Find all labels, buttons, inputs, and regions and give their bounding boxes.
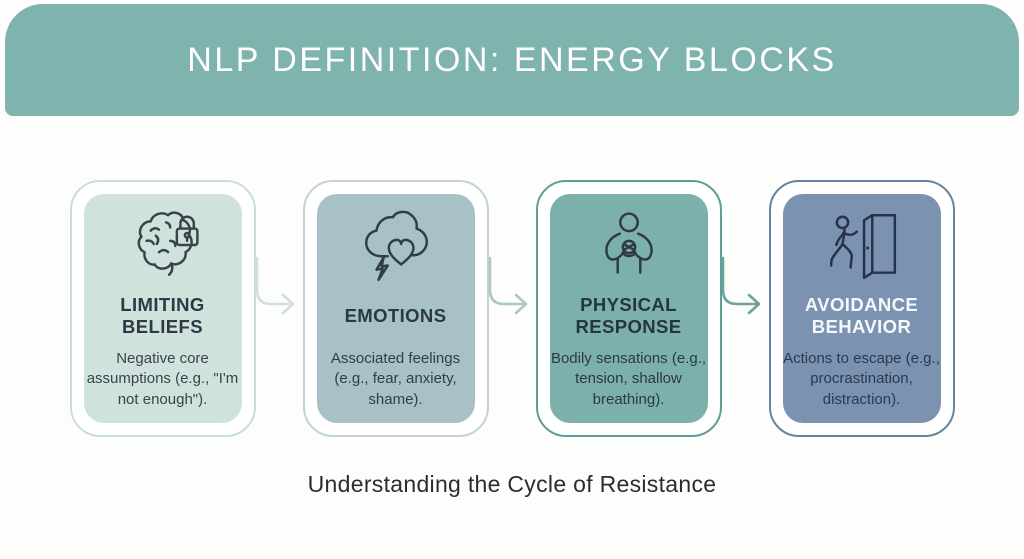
flow-arrow-right-icon [488,256,527,315]
card-description: Bodily sensations (e.g., tension, shallo… [550,350,707,408]
card-physical-response: PHYSICAL RESPONSE Bodily sensations (e.g… [535,180,722,437]
card-limiting-beliefs: LIMITING BELIEFS Negative core assumptio… [69,180,256,437]
card-description: Actions to escape (e.g., procrastination… [783,350,940,408]
card-emotions: EMOTIONS Associated feelings (e.g., fear… [302,180,489,437]
card-title: AVOIDANCE BEHAVIOR [804,293,919,337]
card-avoidance-behavior: AVOIDANCE BEHAVIOR Actions to escape (e.… [768,180,955,437]
body-stress-icon [590,207,668,285]
title-banner: NLP DEFINITION: ENERGY BLOCKS [5,4,1019,116]
cycle-caption: Understanding the Cycle of Resistance [307,471,717,497]
card-title: LIMITING BELIEFS [120,293,205,337]
page-title: NLP DEFINITION: ENERGY BLOCKS [187,40,837,79]
flow-arrow-right-icon [255,256,294,315]
exit-door-icon [823,207,901,285]
flow-arrow-right-icon [721,256,760,315]
card-description: Associated feelings (e.g., fear, anxiety… [330,350,461,408]
card-title: PHYSICAL RESPONSE [575,293,682,337]
brain-lock-icon [124,207,202,285]
cycle-flow: LIMITING BELIEFS Negative core assumptio… [0,180,1024,437]
card-title: EMOTIONS [344,304,447,326]
storm-heart-icon [357,207,435,285]
card-description: Negative core assumptions (e.g., "I'm no… [86,350,239,408]
